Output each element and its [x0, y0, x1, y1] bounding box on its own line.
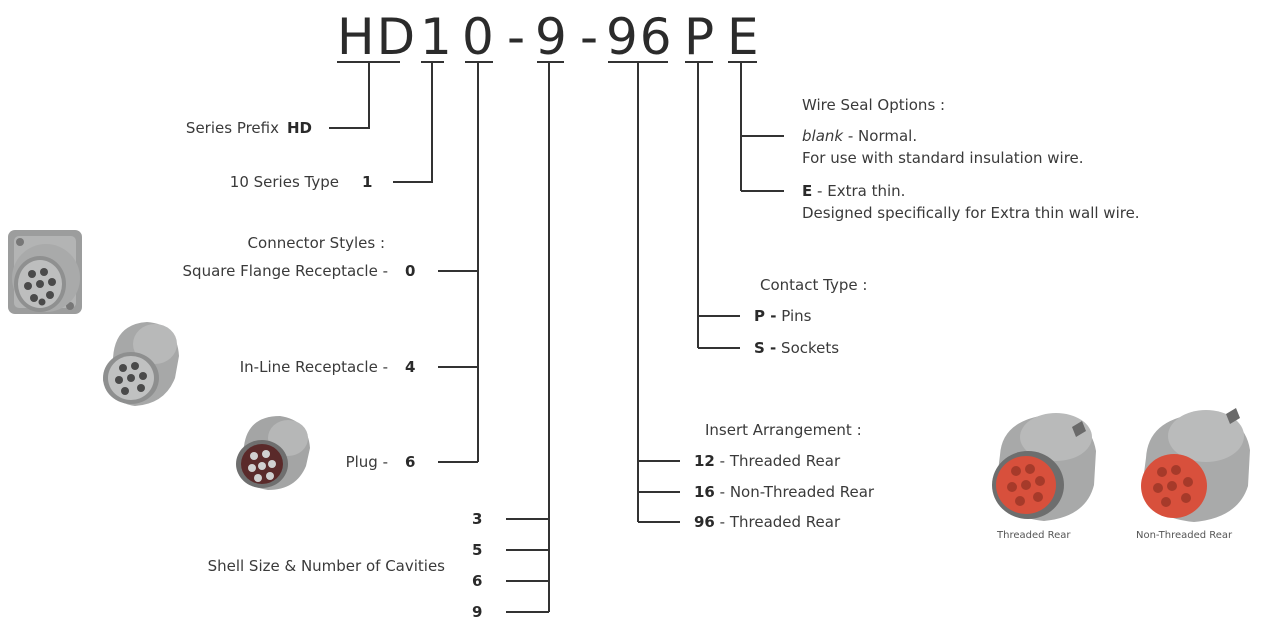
- contact-type-item-s: S - Sockets: [754, 339, 839, 357]
- insert-arrangement-item-96: 96 - Threaded Rear: [694, 513, 840, 531]
- connector-style-code-0: 0: [405, 262, 415, 280]
- wire-seal-title: Wire Seal Options :: [802, 96, 945, 114]
- shell-size-code-6: 6: [472, 572, 482, 590]
- contact-code-p: P -: [754, 307, 776, 325]
- wire-seal-e-label: - Extra thin.: [817, 182, 905, 200]
- non-threaded-rear-caption: Non-Threaded Rear: [1136, 530, 1232, 541]
- contact-label-p: Pins: [781, 307, 811, 325]
- square-flange-receptacle-image: [0, 222, 96, 328]
- leader-hd: [329, 62, 369, 128]
- threaded-rear-image: [986, 405, 1106, 530]
- contact-type-title: Contact Type :: [760, 276, 867, 294]
- wire-seal-e-line: E - Extra thin.: [802, 182, 905, 200]
- series-prefix-code: HD: [287, 119, 312, 137]
- shell-size-code-5: 5: [472, 541, 482, 559]
- insert-arrangement-title: Insert Arrangement :: [705, 421, 862, 439]
- shell-size-label: Shell Size & Number of Cavities: [208, 557, 445, 575]
- wire-seal-e-code: E: [802, 182, 812, 200]
- connector-style-code-6: 6: [405, 453, 415, 471]
- non-threaded-rear-image: [1134, 402, 1258, 530]
- insert-label-12: - Threaded Rear: [720, 452, 840, 470]
- connector-style-label-6: Plug -: [346, 453, 388, 471]
- insert-code-96: 96: [694, 513, 715, 531]
- series-type-code: 1: [362, 173, 372, 191]
- connector-style-code-4: 4: [405, 358, 415, 376]
- shell-size-code-9: 9: [472, 603, 482, 621]
- insert-label-96: - Threaded Rear: [720, 513, 840, 531]
- threaded-rear-caption: Threaded Rear: [997, 530, 1071, 541]
- contact-type-item-p: P - Pins: [754, 307, 811, 325]
- series-type-label: 10 Series Type: [230, 173, 339, 191]
- contact-code-s: S -: [754, 339, 776, 357]
- insert-code-12: 12: [694, 452, 715, 470]
- connector-styles-title: Connector Styles :: [248, 234, 385, 252]
- wire-seal-blank-line: blank - Normal.: [802, 127, 917, 145]
- insert-arrangement-item-12: 12 - Threaded Rear: [694, 452, 840, 470]
- insert-arrangement-item-16: 16 - Non-Threaded Rear: [694, 483, 874, 501]
- shell-size-code-3: 3: [472, 510, 482, 528]
- wire-seal-e-desc: Designed specifically for Extra thin wal…: [802, 204, 1140, 222]
- series-prefix-label: Series Prefix: [186, 119, 279, 137]
- leader-1: [393, 62, 432, 182]
- wire-seal-blank-label: - Normal.: [848, 127, 917, 145]
- in-line-receptacle-image: [95, 318, 185, 410]
- contact-label-s: Sockets: [781, 339, 839, 357]
- wire-seal-blank-desc: For use with standard insulation wire.: [802, 149, 1084, 167]
- insert-label-16: - Non-Threaded Rear: [720, 483, 874, 501]
- insert-code-16: 16: [694, 483, 715, 501]
- connector-style-label-4: In-Line Receptacle -: [240, 358, 388, 376]
- wire-seal-blank-code: blank: [802, 127, 843, 145]
- connector-style-label-0: Square Flange Receptacle -: [183, 262, 388, 280]
- plug-image: [228, 410, 316, 494]
